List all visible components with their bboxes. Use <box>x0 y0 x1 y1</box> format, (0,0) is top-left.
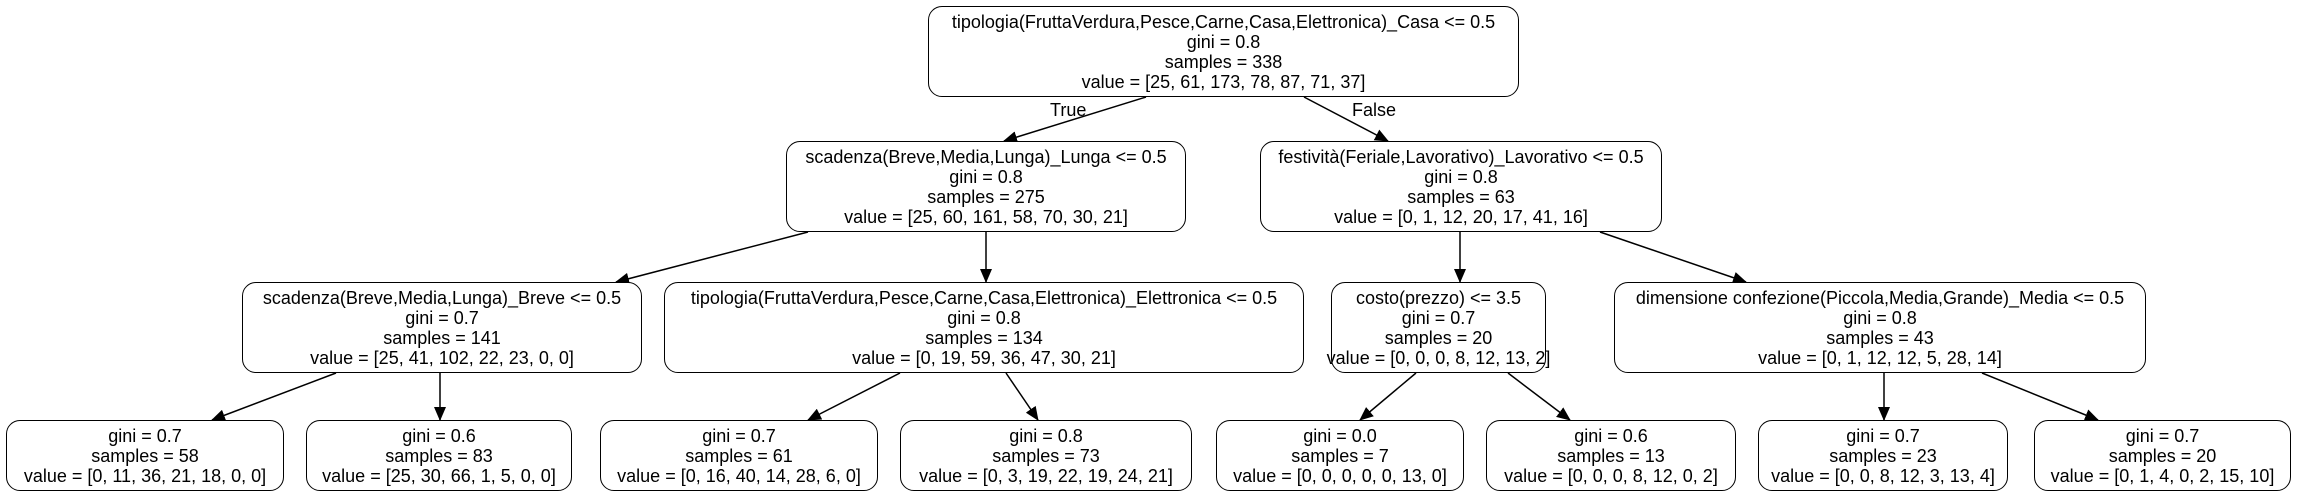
tree-leaf: gini = 0.6 samples = 13 value = [0, 0, 0… <box>1486 420 1736 491</box>
node-split-condition: festività(Feriale,Lavorativo)_Lavorativo… <box>1278 146 1644 167</box>
node-value: value = [25, 61, 173, 78, 87, 71, 37] <box>1081 71 1366 92</box>
node-gini: gini = 0.6 <box>402 425 476 446</box>
edge-n0-n1 <box>1003 96 1147 143</box>
node-samples: samples = 73 <box>992 445 1100 466</box>
edge-n3-n7 <box>211 372 337 422</box>
node-value: value = [25, 41, 102, 22, 23, 0, 0] <box>310 347 574 368</box>
node-value: value = [0, 16, 40, 14, 28, 6, 0] <box>617 465 861 486</box>
node-samples: samples = 20 <box>1384 327 1493 348</box>
edge-label-false: False <box>1352 100 1397 120</box>
node-gini: gini = 0.6 <box>1574 425 1648 446</box>
node-samples: samples = 23 <box>1829 445 1937 466</box>
node-value: value = [25, 60, 161, 58, 70, 30, 21] <box>844 206 1128 227</box>
tree-node-tipologia-elettronica: tipologia(FruttaVerdura,Pesce,Carne,Casa… <box>664 282 1304 373</box>
edge-label-true: True <box>1050 100 1087 120</box>
edge-n2-n6 <box>1599 231 1747 284</box>
node-value: value = [0, 1, 4, 0, 2, 15, 10] <box>2050 465 2275 486</box>
node-value: value = [0, 3, 19, 22, 19, 24, 21] <box>919 465 1173 486</box>
node-samples: samples = 7 <box>1291 445 1389 466</box>
edge-n4-n10 <box>1005 372 1039 421</box>
tree-node-costo-prezzo: costo(prezzo) <= 3.5 gini = 0.7 samples … <box>1327 282 1550 373</box>
tree-leaf: gini = 0.7 samples = 58 value = [0, 11, … <box>6 420 284 491</box>
node-samples: samples = 134 <box>925 327 1043 348</box>
node-split-condition: costo(prezzo) <= 3.5 <box>1355 287 1522 308</box>
node-samples: samples = 58 <box>91 445 199 466</box>
node-samples: samples = 275 <box>927 186 1045 207</box>
node-gini: gini = 0.8 <box>947 307 1021 328</box>
tree-node-dimensione-confezione: dimensione confezione(Piccola,Media,Gran… <box>1614 282 2146 373</box>
node-gini: gini = 0.8 <box>1009 425 1083 446</box>
node-value: value = [0, 0, 0, 8, 12, 0, 2] <box>1504 465 1718 486</box>
edge-n5-n11 <box>1359 372 1417 421</box>
node-split-condition: tipologia(FruttaVerdura,Pesce,Carne,Casa… <box>951 11 1496 32</box>
tree-leaf: gini = 0.0 samples = 7 value = [0, 0, 0,… <box>1216 420 1464 491</box>
node-gini: gini = 0.8 <box>1424 166 1498 187</box>
node-gini: gini = 0.7 <box>2125 425 2200 446</box>
tree-node-festivita-lavorativo: festività(Feriale,Lavorativo)_Lavorativo… <box>1260 141 1662 232</box>
node-value: value = [0, 11, 36, 21, 18, 0, 0] <box>23 465 267 486</box>
node-split-condition: scadenza(Breve,Media,Lunga)_Breve <= 0.5 <box>262 287 622 308</box>
edge-n4-n9 <box>807 372 901 421</box>
node-gini: gini = 0.7 <box>405 307 479 328</box>
node-gini: gini = 0.8 <box>949 166 1023 187</box>
node-value: value = [0, 19, 59, 36, 47, 30, 21] <box>852 347 1116 368</box>
node-value: value = [0, 1, 12, 20, 17, 41, 16] <box>1334 206 1588 227</box>
node-gini: gini = 0.7 <box>1846 425 1920 446</box>
node-value: value = [0, 0, 8, 12, 3, 13, 4] <box>1771 465 1995 486</box>
node-samples: samples = 20 <box>2108 445 2217 466</box>
tree-leaf: gini = 0.7 samples = 20 value = [0, 1, 4… <box>2034 420 2291 491</box>
node-gini: gini = 0.8 <box>1843 307 1917 328</box>
edge-n1-n3 <box>615 231 809 285</box>
tree-node-scadenza-breve: scadenza(Breve,Media,Lunga)_Breve <= 0.5… <box>242 282 642 373</box>
node-samples: samples = 43 <box>1826 327 1934 348</box>
node-split-condition: tipologia(FruttaVerdura,Pesce,Carne,Casa… <box>690 287 1278 308</box>
node-gini: gini = 0.7 <box>1401 307 1476 328</box>
edge-n5-n12 <box>1507 372 1571 421</box>
node-samples: samples = 141 <box>383 327 501 348</box>
tree-leaf: gini = 0.6 samples = 83 value = [25, 30,… <box>306 420 572 491</box>
node-samples: samples = 63 <box>1407 186 1515 207</box>
tree-leaf: gini = 0.7 samples = 23 value = [0, 0, 8… <box>1758 420 2008 491</box>
node-value: value = [25, 30, 66, 1, 5, 0, 0] <box>322 465 556 486</box>
node-split-condition: dimensione confezione(Piccola,Media,Gran… <box>1635 287 2125 308</box>
tree-leaf: gini = 0.7 samples = 61 value = [0, 16, … <box>600 420 878 491</box>
tree-node-root: tipologia(FruttaVerdura,Pesce,Carne,Casa… <box>928 6 1519 97</box>
node-gini: gini = 0.8 <box>1186 31 1261 52</box>
node-samples: samples = 13 <box>1557 445 1665 466</box>
tree-leaf: gini = 0.8 samples = 73 value = [0, 3, 1… <box>900 420 1192 491</box>
node-value: value = [0, 0, 0, 0, 0, 13, 0] <box>1233 465 1447 486</box>
node-samples: samples = 338 <box>1164 51 1283 72</box>
edge-n6-n14 <box>1981 372 2099 421</box>
node-samples: samples = 61 <box>685 445 793 466</box>
node-samples: samples = 83 <box>385 445 493 466</box>
node-value: value = [0, 1, 12, 12, 5, 28, 14] <box>1758 347 2002 368</box>
node-gini: gini = 0.0 <box>1303 425 1377 446</box>
edge-n0-n2 <box>1303 96 1389 142</box>
node-value: value = [0, 0, 0, 8, 12, 13, 2] <box>1326 347 1551 368</box>
node-gini: gini = 0.7 <box>702 425 776 446</box>
node-split-condition: scadenza(Breve,Media,Lunga)_Lunga <= 0.5 <box>805 146 1167 167</box>
node-gini: gini = 0.7 <box>108 425 182 446</box>
tree-node-scadenza-lunga: scadenza(Breve,Media,Lunga)_Lunga <= 0.5… <box>786 141 1186 232</box>
